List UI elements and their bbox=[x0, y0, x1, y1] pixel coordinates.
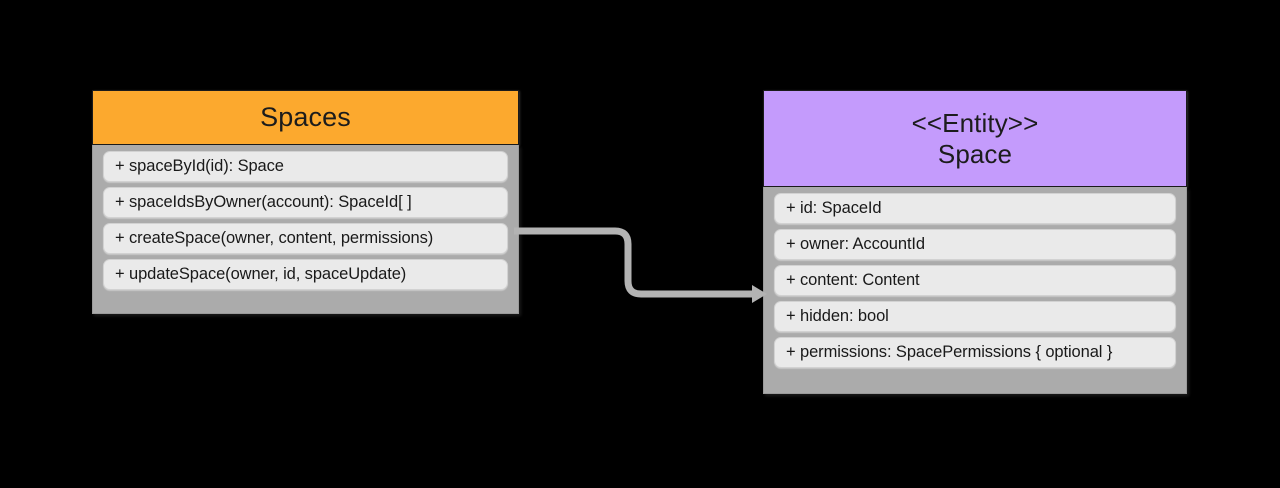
uml-member-row[interactable]: + id: SpaceId bbox=[774, 193, 1176, 224]
uml-class-spaces-title: Spaces bbox=[260, 101, 351, 132]
uml-class-space-entity-title: Space bbox=[937, 138, 1013, 169]
uml-class-spaces[interactable]: Spaces + spaceById(id): Space + spaceIds… bbox=[92, 90, 519, 314]
uml-member-row[interactable]: + spaceIdsByOwner(account): SpaceId[ ] bbox=[103, 187, 508, 218]
uml-member-row[interactable]: + spaceById(id): Space bbox=[103, 151, 508, 182]
uml-member-row[interactable]: + updateSpace(owner, id, spaceUpdate) bbox=[103, 259, 508, 290]
connector-line bbox=[514, 227, 755, 298]
uml-member-row[interactable]: + createSpace(owner, content, permission… bbox=[103, 223, 508, 254]
uml-stereotype-label: <<Entity>> bbox=[911, 107, 1039, 138]
uml-class-space-entity-members: + id: SpaceId + owner: AccountId + conte… bbox=[763, 187, 1187, 394]
uml-member-row[interactable]: + hidden: bool bbox=[774, 301, 1176, 332]
uml-member-row[interactable]: + permissions: SpacePermissions { option… bbox=[774, 337, 1176, 368]
uml-class-spaces-header: Spaces bbox=[92, 90, 519, 145]
connector-spaces-to-space bbox=[514, 227, 767, 303]
uml-class-spaces-members: + spaceById(id): Space + spaceIdsByOwner… bbox=[92, 145, 519, 314]
uml-member-row[interactable]: + owner: AccountId bbox=[774, 229, 1176, 260]
uml-class-space-entity-header: <<Entity>> Space bbox=[763, 90, 1187, 187]
uml-class-space-entity[interactable]: <<Entity>> Space + id: SpaceId + owner: … bbox=[763, 90, 1187, 394]
uml-member-row[interactable]: + content: Content bbox=[774, 265, 1176, 296]
